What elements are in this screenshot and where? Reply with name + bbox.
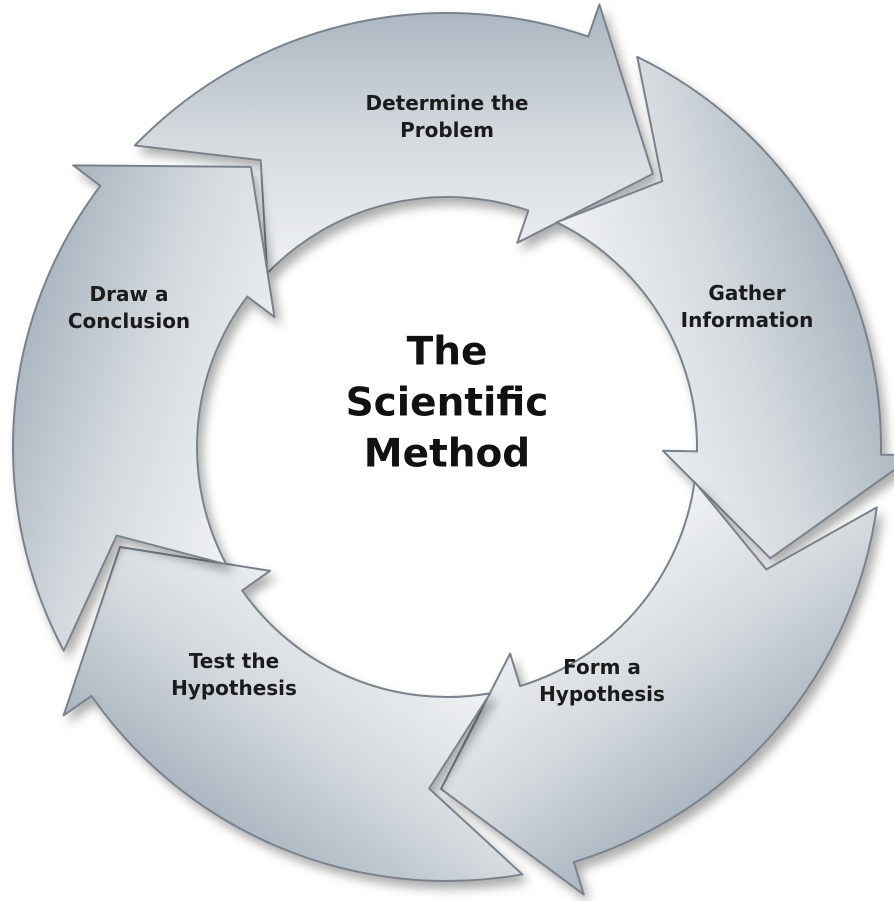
step-label-determine-the-problem: Determine the Problem: [365, 91, 529, 142]
step-label-test-the-hypothesis: Test the Hypothesis: [171, 649, 297, 700]
diagram-title: The Scientific Method: [345, 329, 549, 477]
step-label-draw-a-conclusion: Draw a Conclusion: [67, 282, 191, 333]
step-label-gather-information: Gather Information: [680, 281, 814, 332]
step-label-form-a-hypothesis: Form a Hypothesis: [539, 655, 665, 706]
